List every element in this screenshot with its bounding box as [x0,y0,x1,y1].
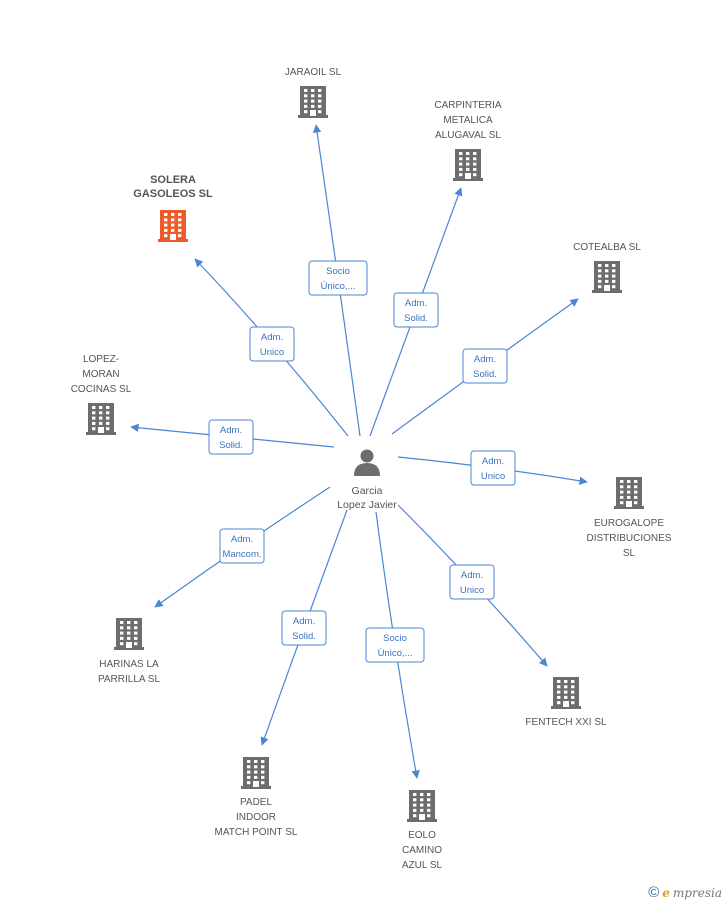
company-node-lopez-moran[interactable]: LOPEZ- MORAN COCINAS SL [71,354,132,435]
relation-label-eurogalope[interactable]: Adm. Unico [470,450,516,486]
brand-name: mpresia [672,885,722,900]
company-node-cotealba[interactable]: COTEALBA SL [573,242,641,293]
brand-initial: e [662,885,670,900]
building-icon[interactable] [551,677,581,709]
company-label: MORAN [82,369,119,380]
relation-text: Adm. [231,534,253,545]
building-icon[interactable] [158,210,188,242]
building-icon[interactable] [114,618,144,650]
company-node-jaraoil[interactable]: JARAOIL SL [285,67,342,118]
relation-text: Adm. [293,616,315,627]
relation-label-eolo[interactable]: SocioÚnico,... [365,627,425,663]
company-node-harinas[interactable]: HARINAS LA PARRILLA SL [98,618,161,685]
relation-text: Solid. [292,631,316,642]
person-label: Lopez Javier [337,499,397,511]
building-icon[interactable] [298,86,328,118]
relation-text: Socio [326,266,350,277]
relation-text: Adm. [461,570,483,581]
relation-label-fentech[interactable]: Adm. Unico [449,564,495,600]
company-label: CAMINO [402,845,442,856]
relation-label-harinas[interactable]: Adm. Mancom. [219,528,265,564]
building-icon[interactable] [614,477,644,509]
relation-text: Único,... [321,281,356,292]
company-node-carpinteria[interactable]: CARPINTERIA METALICA ALUGAVAL SL [434,100,502,181]
relation-label-padel[interactable]: Adm. Solid. [281,610,327,646]
relation-text: Adm. [261,332,283,343]
relation-text: Unico [460,585,484,596]
company-node-eurogalope[interactable]: EUROGALOPE DISTRIBUCIONES SL [586,477,672,559]
company-label: EUROGALOPE [594,518,664,529]
relation-label-carpinteria[interactable]: Adm. Solid. [393,292,439,328]
relation-text: Adm. [405,298,427,309]
relation-label-lopez-moran[interactable]: Adm. Solid. [208,419,254,455]
relation-label-solera[interactable]: Adm. Unico [249,326,295,362]
company-label: METALICA [443,115,493,126]
person-label: Garcia [352,485,383,497]
company-label: EOLO [408,830,436,841]
edges-layer: Adm.UnicoSocioÚnico,...Adm.Solid.Adm.Sol… [130,124,588,779]
building-icon[interactable] [407,790,437,822]
company-label: CARPINTERIA [434,100,502,111]
relation-text: Mancom. [222,549,261,560]
copyright-icon: © [648,884,660,901]
building-icon[interactable] [453,149,483,181]
relation-text: Solid. [404,313,428,324]
building-icon[interactable] [86,403,116,435]
building-icon[interactable] [241,757,271,789]
relation-text: Solid. [219,440,243,451]
company-label: COTEALBA SL [573,242,641,253]
company-label: HARINAS LA [99,659,159,670]
company-label: SL [623,548,636,559]
nodes-layer: SOLERA GASOLEOS SL JARAOIL SL CARPINTERIA ME… [71,67,672,871]
company-label: COCINAS SL [71,384,132,395]
company-node-solera[interactable]: SOLERA GASOLEOS SL [133,174,213,242]
company-node-padel[interactable]: PADEL INDOOR MATCH POINT SL [215,757,298,838]
company-label: PADEL [240,797,272,808]
relation-text: Solid. [473,369,497,380]
company-label: AZUL SL [402,860,443,871]
relation-text: Adm. [474,354,496,365]
relation-text: Adm. [220,425,242,436]
relation-text: Unico [260,347,284,358]
company-label: MATCH POINT SL [215,827,298,838]
company-label: JARAOIL SL [285,67,342,78]
company-label: ALUGAVAL SL [435,130,501,141]
relation-text: Unico [481,471,505,482]
relation-text: Único,... [378,648,413,659]
company-node-fentech[interactable]: FENTECH XXI SL [525,677,607,728]
building-icon[interactable] [592,261,622,293]
person-icon [354,449,380,476]
relation-label-jaraoil[interactable]: SocioÚnico,... [308,260,368,296]
company-label: LOPEZ- [83,354,119,365]
relation-text: Adm. [482,456,504,467]
relation-label-cotealba[interactable]: Adm. Solid. [462,348,508,384]
company-label: FENTECH XXI SL [525,717,607,728]
company-label: DISTRIBUCIONES [586,533,671,544]
company-label: GASOLEOS SL [133,188,213,200]
relation-text: Socio [383,633,407,644]
company-node-eolo[interactable]: EOLO CAMINO AZUL SL [402,790,443,871]
company-label: PARRILLA SL [98,674,161,685]
company-label: INDOOR [236,812,276,823]
company-label: SOLERA [150,174,196,186]
